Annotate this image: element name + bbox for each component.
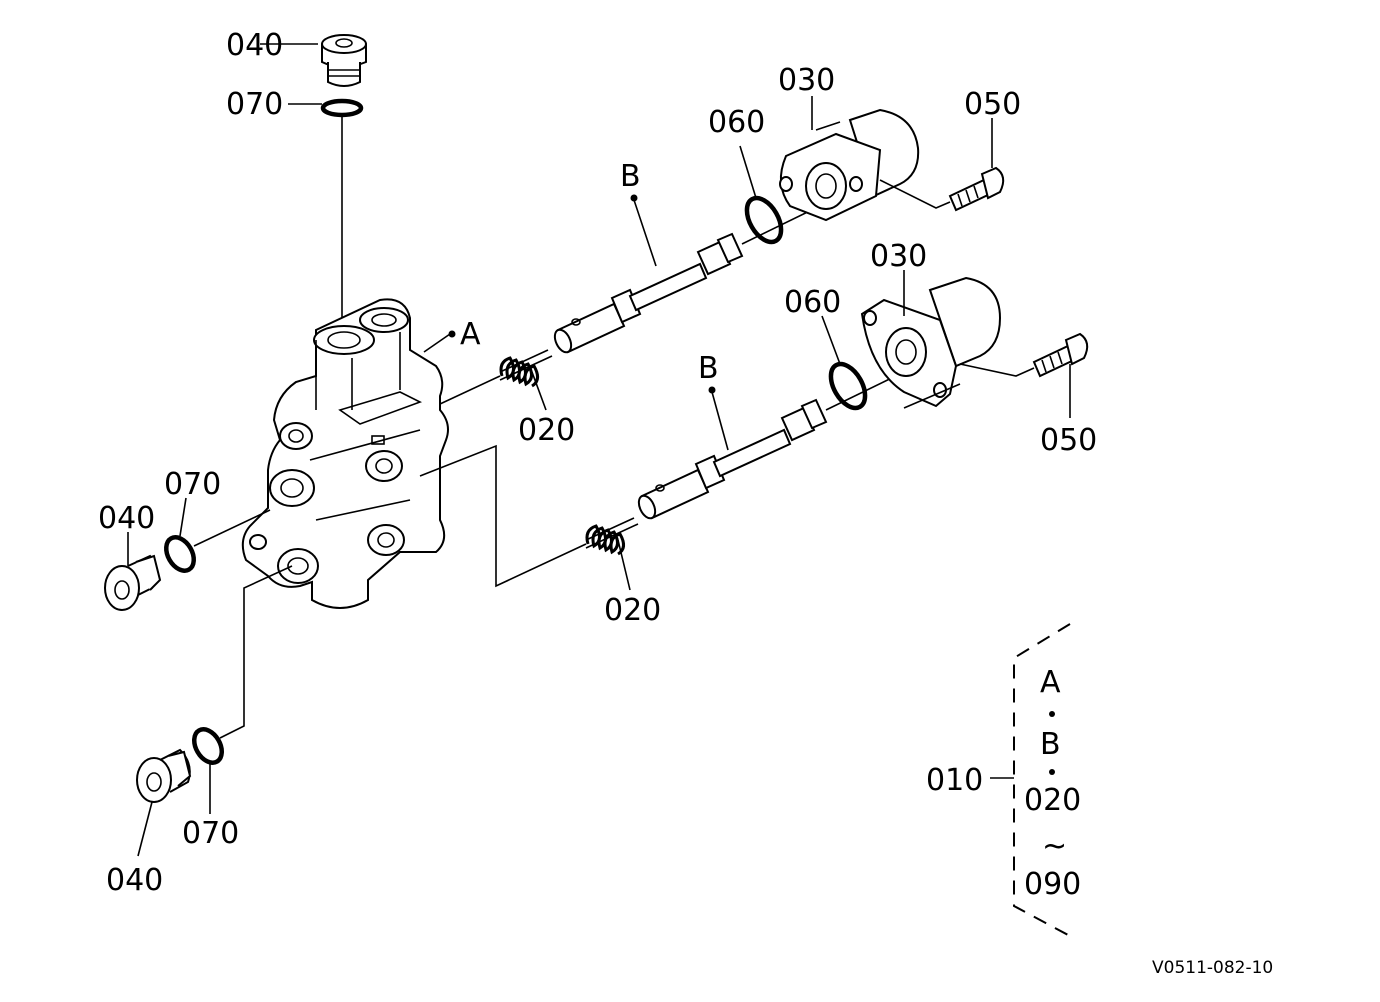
assembly-separator: ~ bbox=[1042, 829, 1067, 864]
label-body: A bbox=[460, 317, 481, 352]
label-oring-top: 070 bbox=[226, 87, 283, 122]
label-oring-bottom: 070 bbox=[182, 816, 239, 851]
bolt-upper bbox=[948, 166, 1005, 212]
plug-bottom bbox=[136, 748, 192, 803]
leader-oring-sol-lower bbox=[821, 315, 841, 365]
plug-left bbox=[104, 554, 162, 611]
axis-bottom bbox=[219, 565, 293, 739]
solenoid-lower bbox=[860, 276, 1002, 409]
reference-code: V0511-082-10 bbox=[1152, 958, 1273, 978]
axis-upper-3 bbox=[879, 179, 951, 209]
spool-lower bbox=[637, 398, 828, 520]
axis-left bbox=[193, 509, 271, 547]
oring-bottom bbox=[192, 727, 224, 765]
leader-body-dot bbox=[448, 330, 456, 338]
spring-lower bbox=[585, 517, 639, 556]
assembly-dot-2 bbox=[1049, 769, 1055, 775]
label-plug-bottom: 040 bbox=[106, 863, 163, 898]
leader-oring-left bbox=[179, 497, 187, 537]
oring-sol-lower bbox=[828, 361, 868, 411]
oring-top bbox=[320, 98, 364, 118]
leader-spool-lower-dot bbox=[708, 386, 716, 394]
assembly-bracket bbox=[1013, 623, 1071, 937]
spring-upper bbox=[499, 349, 553, 388]
oring-left bbox=[164, 535, 196, 573]
leader-oring-sol-upper bbox=[739, 145, 757, 199]
leader-spool-lower bbox=[711, 391, 729, 451]
plug-top bbox=[321, 34, 367, 87]
label-oring-sol-lower: 060 bbox=[784, 285, 841, 320]
assembly-item-090: 090 bbox=[1024, 867, 1081, 902]
label-assembly: 010 bbox=[926, 763, 983, 798]
leader-body bbox=[423, 333, 451, 353]
assembly-item-020: 020 bbox=[1024, 783, 1081, 818]
axis-upper-1 bbox=[439, 375, 501, 405]
assembly-dot-1 bbox=[1049, 711, 1055, 717]
valve-body bbox=[241, 298, 449, 609]
label-sol-lower: 030 bbox=[870, 239, 927, 274]
label-plug-left: 040 bbox=[98, 501, 155, 536]
bolt-lower bbox=[1032, 332, 1089, 378]
label-spool-upper: B bbox=[620, 159, 641, 194]
axis-lower-3 bbox=[959, 363, 1035, 377]
leader-spring-lower bbox=[617, 539, 631, 591]
leader-spring-upper bbox=[531, 371, 547, 411]
label-bolt-upper: 050 bbox=[964, 87, 1021, 122]
label-spring-lower: 020 bbox=[604, 593, 661, 628]
axis-lower-1 bbox=[419, 444, 587, 588]
leader-spool-upper bbox=[633, 199, 657, 267]
label-spool-lower: B bbox=[698, 351, 719, 386]
solenoid-upper bbox=[779, 108, 920, 222]
label-spring-upper: 020 bbox=[518, 413, 575, 448]
leader-plug-bottom bbox=[137, 801, 153, 857]
label-oring-sol-upper: 060 bbox=[708, 105, 765, 140]
assembly-item-a: A bbox=[1040, 665, 1061, 700]
label-sol-upper: 030 bbox=[778, 63, 835, 98]
assembly-item-b: B bbox=[1040, 727, 1061, 762]
oring-sol-upper bbox=[744, 195, 784, 245]
label-oring-left: 070 bbox=[164, 467, 221, 502]
label-plug-top: 040 bbox=[226, 28, 283, 63]
spool-upper bbox=[553, 232, 744, 354]
label-bolt-lower: 050 bbox=[1040, 423, 1097, 458]
leader-spool-upper-dot bbox=[630, 194, 638, 202]
